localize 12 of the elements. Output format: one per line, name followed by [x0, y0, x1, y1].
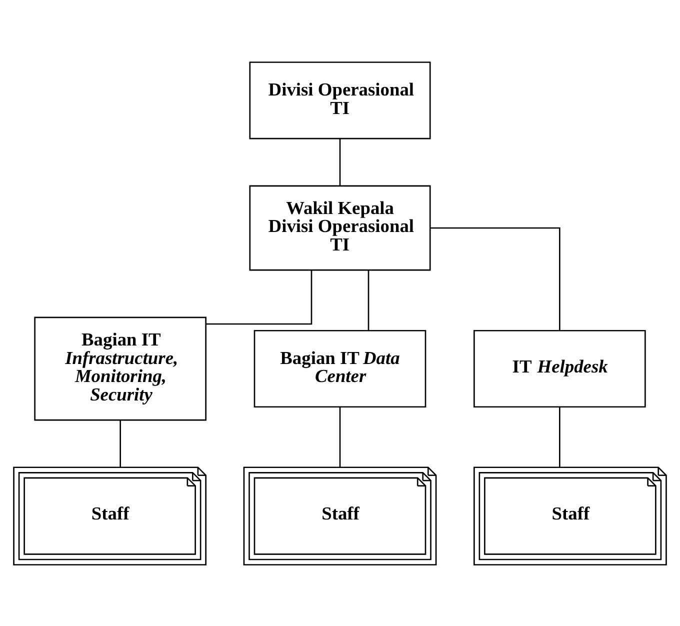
connector	[368, 270, 370, 330]
node-box: Divisi Operasional TI	[249, 61, 431, 139]
connector	[339, 138, 341, 186]
node-box: Bagian IT Infrastructure, Monitoring, Security	[34, 316, 206, 420]
connector	[559, 406, 560, 467]
connector	[206, 270, 312, 324]
node-box: Wakil Kepala Divisi Operasional TI	[249, 184, 431, 270]
connector	[430, 226, 560, 330]
node-box: IT Helpdesk	[474, 329, 646, 408]
connector	[120, 420, 121, 467]
connector	[339, 406, 341, 467]
node-box: Bagian IT Data Center	[254, 329, 426, 408]
